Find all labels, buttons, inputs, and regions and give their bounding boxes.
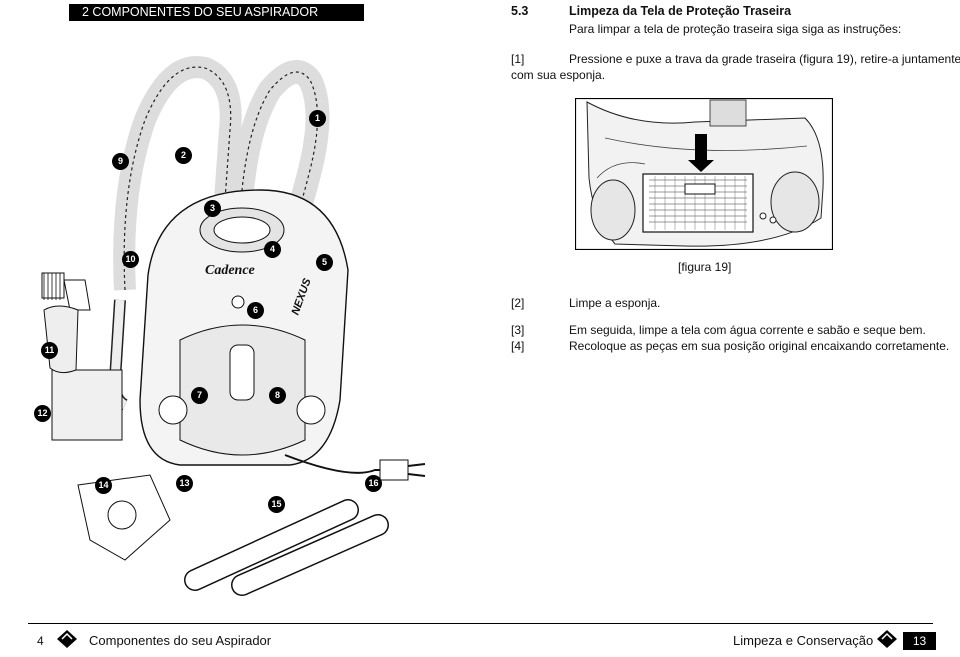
section-header-bar: 2 COMPONENTES DO SEU ASPIRADOR xyxy=(69,4,364,21)
footer-left-title: Componentes do seu Aspirador xyxy=(89,633,272,648)
power-plug xyxy=(379,459,426,481)
footer-left-page-number: 4 xyxy=(37,634,44,648)
step-2-text: Limpe a esponja. xyxy=(569,296,661,310)
extension-tubes xyxy=(184,499,389,596)
callout-12: 12 xyxy=(34,405,51,422)
callout-14: 14 xyxy=(95,477,112,494)
footer-right-logo-icon xyxy=(877,630,897,648)
figure-caption: [figura 19] xyxy=(678,260,732,274)
callout-8: 8 xyxy=(269,387,286,404)
step-1-continuation: com sua esponja. xyxy=(511,68,606,82)
callout-7: 7 xyxy=(191,387,208,404)
callout-9: 9 xyxy=(112,153,129,170)
footer-rule xyxy=(28,623,933,624)
footer-right-title: Limpeza e Conservação xyxy=(733,633,874,648)
step-1-number: [1] xyxy=(511,52,525,66)
step-4-text: Recoloque as peças em sua posição origin… xyxy=(569,339,950,353)
step-4-number: [4] xyxy=(511,339,525,353)
figure-19-illustration xyxy=(575,98,833,250)
footer-left-logo-icon xyxy=(57,630,77,648)
callout-3: 3 xyxy=(204,200,221,217)
section-number: 5.3 xyxy=(511,4,529,18)
callout-16: 16 xyxy=(365,475,382,492)
callout-10: 10 xyxy=(122,251,139,268)
callout-2: 2 xyxy=(175,147,192,164)
step-2-number: [2] xyxy=(511,296,525,310)
callout-13: 13 xyxy=(176,475,193,492)
rear-grille xyxy=(642,173,754,233)
footer-right-page-number: 13 xyxy=(903,632,936,650)
step-3-text: Em seguida, limpe a tela com água corren… xyxy=(569,323,926,337)
callout-1: 1 xyxy=(309,110,326,127)
callout-11: 11 xyxy=(41,342,58,359)
vacuum-cleaner-diagram: Cadence NEXUS xyxy=(41,56,426,596)
callout-6: 6 xyxy=(247,302,264,319)
brand-logo: Cadence xyxy=(205,263,255,278)
step-3-number: [3] xyxy=(511,323,525,337)
callout-15: 15 xyxy=(268,496,285,513)
callout-4: 4 xyxy=(264,241,281,258)
intro-text: Para limpar a tela de proteção traseira … xyxy=(569,22,902,36)
section-title: Limpeza da Tela de Proteção Traseira xyxy=(569,4,792,18)
callout-5: 5 xyxy=(316,254,333,271)
brush-tool xyxy=(41,272,91,311)
step-1-text: Pressione e puxe a trava da grade trasei… xyxy=(569,52,960,66)
